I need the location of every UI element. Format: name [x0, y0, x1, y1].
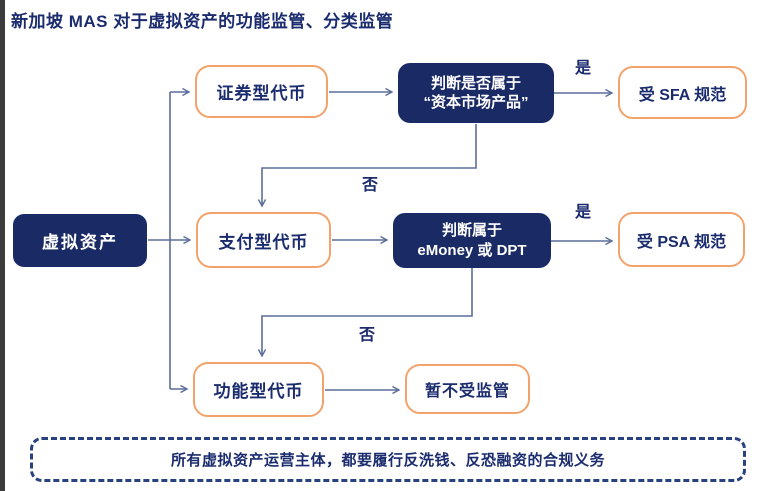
node-decision-capital-market: 判断是否属于 “资本市场产品” [398, 63, 554, 123]
decision-emoney-line1: 判断属于 [441, 222, 502, 239]
arrow-decision1-no-to-payment [257, 124, 477, 208]
compliance-note-box: 所有虚拟资产运营主体，都要履行反洗钱、反恐融资的合规义务 [30, 437, 746, 482]
node-result-unregulated-label: 暂不受监管 [424, 383, 510, 400]
node-result-psa-label: 受 PSA 规范 [636, 233, 727, 251]
node-security-token-label: 证券型代币 [216, 84, 307, 103]
node-security-token: 证券型代币 [195, 65, 328, 118]
left-edge-strip [0, 0, 5, 491]
node-virtual-asset: 虚拟资产 [13, 214, 147, 267]
edge-label-yes-psa: 是 [574, 204, 591, 221]
decision-capital-line1: 判断是否属于 [430, 74, 521, 92]
arrow-decision2-no-to-utility [257, 268, 473, 358]
node-decision-emoney-dpt: 判断属于 eMoney 或 DPT [393, 213, 551, 268]
node-result-unregulated: 暂不受监管 [405, 364, 530, 414]
node-result-sfa: 受 SFA 规范 [618, 66, 747, 119]
node-utility-token-label: 功能型代币 [213, 382, 304, 401]
edge-label-no-capital: 否 [361, 177, 378, 194]
page-title: 新加坡 MAS 对于虚拟资产的功能监管、分类监管 [11, 12, 394, 31]
node-result-sfa-label: 受 SFA 规范 [638, 86, 727, 104]
node-result-psa: 受 PSA 规范 [618, 212, 745, 267]
node-payment-token: 支付型代币 [196, 212, 331, 268]
edge-label-no-emoney: 否 [358, 327, 375, 344]
decision-capital-line2: “资本市场产品” [423, 94, 529, 111]
edge-label-yes-sfa: 是 [574, 60, 591, 77]
node-virtual-asset-label: 虚拟资产 [42, 233, 118, 252]
decision-emoney-line2: eMoney 或 DPT [417, 241, 527, 259]
node-utility-token: 功能型代币 [193, 362, 324, 417]
compliance-note-text: 所有虚拟资产运营主体，都要履行反洗钱、反恐融资的合规义务 [170, 452, 605, 469]
node-payment-token-label: 支付型代币 [218, 232, 309, 252]
